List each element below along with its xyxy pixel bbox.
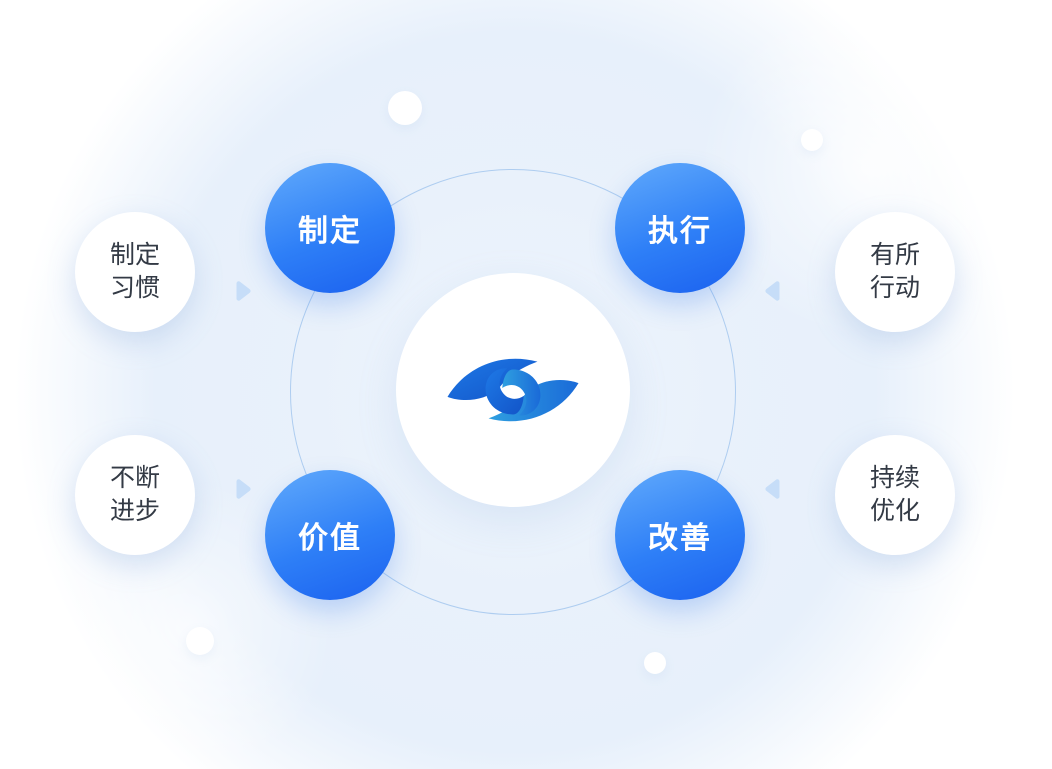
satellite-label-line: 有所 — [869, 241, 920, 269]
decor-dot — [644, 652, 666, 674]
cycle-node-label: 改善 — [648, 522, 712, 555]
arrow-left-icon — [765, 479, 780, 499]
arrow-left-icon — [765, 281, 780, 301]
cycle-node-plan: 制定 — [265, 163, 395, 293]
decor-dot — [186, 627, 214, 655]
center-badge — [396, 273, 630, 507]
satellite-label-line: 持续 — [869, 464, 920, 492]
satellite-continuous-optimization: 持续 优化 — [835, 435, 955, 555]
satellite-label-line: 不断 — [109, 464, 160, 492]
satellite-label-line: 习惯 — [109, 274, 160, 302]
cycle-node-improve: 改善 — [615, 470, 745, 600]
satellite-keep-progressing: 不断 进步 — [75, 435, 195, 555]
arrow-right-icon — [236, 281, 251, 301]
arrow-right-icon — [236, 479, 251, 499]
cycle-ring — [290, 169, 736, 615]
cycle-node-value: 价值 — [265, 470, 395, 600]
cycle-node-label: 制定 — [298, 215, 362, 248]
satellite-label-line: 优化 — [869, 497, 920, 525]
vortex-eye-logo — [447, 358, 579, 422]
satellite-take-action: 有所 行动 — [835, 212, 955, 332]
cycle-node-do: 执行 — [615, 163, 745, 293]
satellite-label-line: 行动 — [869, 274, 920, 302]
decor-dot — [388, 91, 422, 125]
satellite-label-line: 制定 — [109, 241, 160, 269]
cycle-node-label: 价值 — [298, 522, 362, 555]
satellite-build-habits: 制定 习惯 — [75, 212, 195, 332]
decor-dot — [801, 129, 823, 151]
cycle-node-label: 执行 — [648, 215, 712, 248]
satellite-label-line: 进步 — [109, 497, 160, 525]
